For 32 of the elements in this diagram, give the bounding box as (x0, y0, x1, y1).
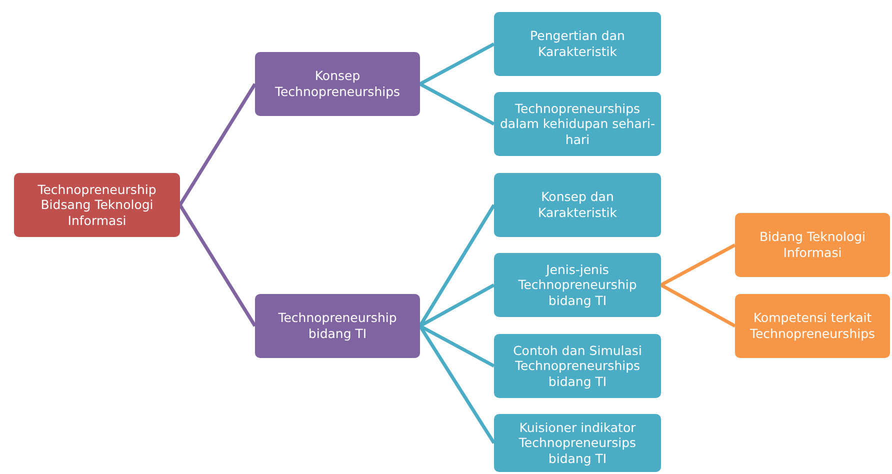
topic-box (494, 414, 661, 472)
topic-label: Contoh dan Simulasi Technopreneurships bidang TI (512, 342, 643, 390)
topic-box (255, 294, 420, 358)
connector-line (418, 325, 496, 444)
connector-line (419, 82, 495, 126)
connector-line (419, 283, 495, 328)
topic-box (494, 12, 661, 76)
connector-line (178, 204, 256, 327)
topic-box (494, 92, 661, 156)
topic-label: Technopreneurships dalam kehidupan sehari-hari (500, 100, 655, 148)
topic-label: Pengertian dan Karakteristik (529, 28, 626, 60)
topic-label: Konsep dan Karakteristik (536, 189, 618, 221)
connector-line (660, 243, 736, 287)
topic-box (14, 173, 180, 237)
connector-line (660, 283, 736, 328)
topic-label: Kompetensi terkait Technopreneurships (748, 310, 876, 342)
topic-label: Technopreneurship Bidsang Teknologi Informasi (36, 182, 158, 228)
topic-label: Jenis-jenis Technopreneurship bidang TI (517, 262, 638, 308)
topic-box (494, 334, 661, 398)
topic-box (494, 173, 661, 237)
topic-box (494, 253, 661, 317)
topic-label: Bidang Teknologi Informasi (758, 229, 866, 261)
topic-label: Technopreneurship bidang TI (277, 310, 398, 342)
topic-box (735, 294, 890, 358)
connector-line (419, 42, 495, 86)
topic-label: Konsep Technopreneurships (274, 68, 402, 100)
topic-label: Kuisioner indikator Technopreneursips bidang TI (518, 420, 638, 466)
connector-line (419, 324, 495, 368)
topic-box (255, 52, 420, 116)
connector-line (178, 83, 256, 206)
topic-box (735, 213, 890, 277)
connector-line (418, 204, 496, 327)
